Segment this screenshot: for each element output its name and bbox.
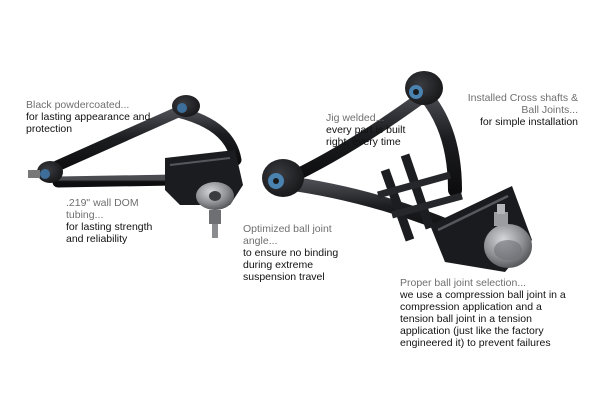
- left-control-arm: [28, 95, 243, 238]
- callout-powdercoat-head: Black powdercoated...: [26, 99, 130, 111]
- right-control-arm: [262, 71, 532, 272]
- callout-ball-joint-selection: Proper ball joint selection... we use a …: [400, 277, 568, 349]
- callout-tubing-head: .219" wall DOM tubing...: [66, 197, 139, 221]
- callout-jig-welded-head: Jig welded...: [326, 112, 385, 124]
- callout-powdercoat-body: for lasting appearance and protection: [26, 111, 151, 135]
- callout-tubing: .219" wall DOM tubing... for lasting str…: [66, 197, 172, 245]
- callout-cross-shafts-body: for simple installation: [479, 116, 578, 128]
- callout-jig-welded-body: every part is built right, every time: [326, 124, 406, 148]
- callout-jig-welded: Jig welded... every part is built right,…: [326, 112, 418, 148]
- callout-powdercoat: Black powdercoated... for lasting appear…: [26, 99, 166, 135]
- callout-ball-joint-angle-head: Optimized ball joint angle...: [243, 223, 332, 247]
- callout-ball-joint-angle: Optimized ball joint angle... to ensure …: [243, 223, 361, 283]
- callout-cross-shafts-head: Installed Cross shafts & Ball Joints...: [467, 92, 578, 116]
- callout-tubing-body: for lasting strength and reliability: [66, 221, 153, 245]
- callout-ball-joint-angle-body: to ensure no binding during extreme susp…: [243, 247, 339, 283]
- callout-ball-joint-selection-body: we use a compression ball joint in a com…: [400, 289, 566, 349]
- callout-ball-joint-selection-head: Proper ball joint selection...: [400, 277, 527, 289]
- callout-cross-shafts: Installed Cross shafts & Ball Joints... …: [462, 92, 578, 128]
